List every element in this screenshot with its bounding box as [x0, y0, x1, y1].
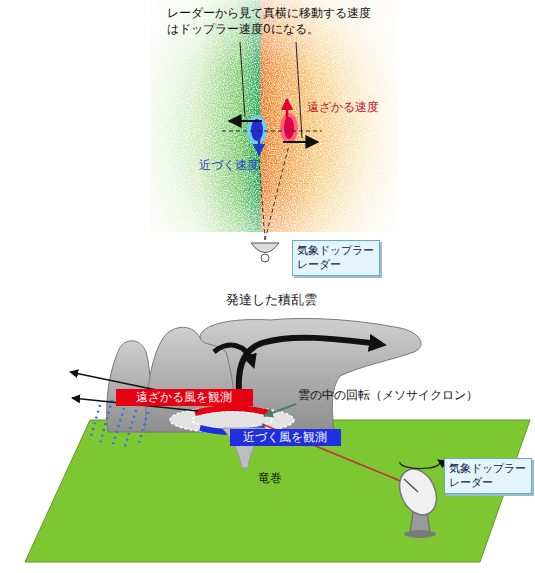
receding-echo — [284, 117, 294, 139]
node-text: 遠ざかる風を観測 — [136, 390, 232, 405]
doppler-image — [150, 0, 398, 232]
mesocyclone-ring — [192, 412, 272, 428]
rain-dots — [90, 400, 148, 450]
radar-dish — [392, 463, 443, 521]
rain-dots — [138, 412, 148, 446]
approaching-echo-halo — [247, 115, 267, 145]
rain-dots — [124, 410, 136, 450]
receding-arrow — [286, 99, 289, 124]
velocity-label: 近づく速度 — [199, 158, 259, 174]
approaching-arrow — [258, 138, 261, 155]
illustration-title: 発達した積乱雲 — [226, 292, 317, 309]
dashed-axis — [222, 131, 322, 132]
receding-echo-halo — [280, 113, 298, 143]
leader-line — [296, 42, 302, 138]
tornado-label: 竜巻 — [258, 471, 282, 487]
approaching-wind-band: 近づく風を観測 — [230, 429, 341, 446]
node-text: 近づく風を観測 — [243, 430, 327, 445]
radar-dish-icon — [261, 254, 269, 262]
receding-arc — [195, 408, 270, 413]
rain-dots — [112, 408, 124, 448]
note-text: レーダーから見て真横に移動する速度はドップラー速度0になる。 — [167, 6, 373, 37]
radar-feed — [404, 479, 418, 492]
rain-dots — [100, 400, 112, 444]
image-fade — [150, 0, 398, 232]
leader-arrow — [264, 404, 296, 416]
image-speckle — [150, 0, 398, 232]
tangential-arrow — [283, 141, 318, 143]
radar-base — [404, 530, 436, 538]
leader-line — [240, 42, 245, 117]
receding-wind-band: 遠ざかる風を観測 — [116, 389, 253, 406]
callout-label: 雲の中の回転（メソサイクロン） — [298, 388, 478, 404]
radar-label-box: 気象ドップラーレーダー — [444, 458, 532, 494]
circulation-arrow — [214, 345, 252, 362]
rain-dots — [90, 405, 100, 440]
approaching-echo — [251, 119, 263, 141]
radar-dish-icon — [251, 243, 279, 253]
node-text: 気象ドップラーレーダー — [297, 244, 374, 272]
node-text: 気象ドップラーレーダー — [449, 462, 526, 490]
updraft-arrow — [239, 338, 378, 418]
radar-sight-line — [265, 145, 289, 240]
velocity-label: 遠ざかる速度 — [307, 100, 379, 116]
tangential-arrow — [229, 120, 262, 122]
radar-sight-line — [258, 145, 265, 240]
rotation-arrow — [400, 460, 440, 469]
radar-label-box: 気象ドップラーレーダー — [292, 240, 380, 276]
